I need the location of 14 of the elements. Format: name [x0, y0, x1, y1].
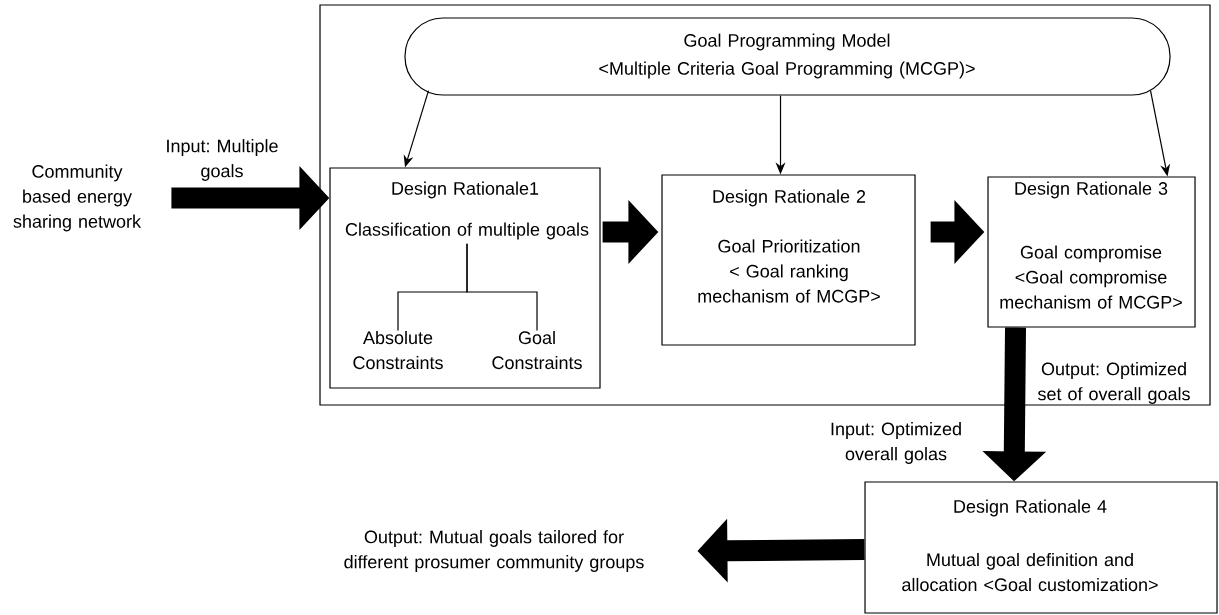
text-label: Input: Optimized overall golas — [831, 422, 961, 464]
text-label: Absolute Constraints — [353, 330, 443, 370]
text-label: Classification of multiple goals — [345, 222, 589, 240]
rounded-box: Goal Programming Model <Multiple Criteria Goal Programming (MCGP)> — [404, 17, 1171, 96]
frame-box — [319, 4, 1211, 406]
edge-label: Input: Multiple goals — [167, 139, 278, 181]
text-label: Goal Constraints — [492, 330, 582, 370]
edge-label: Output: Optimized set of overall goals — [1038, 362, 1190, 404]
connector-line — [466, 243, 538, 332]
process-box: Design Rationale 3 Goal compromise <Goal compromise mechanism of MCGP> — [987, 176, 1196, 328]
process-box: Design Rationale 2 Goal Prioritization < Goal ranking mechanism of MCGP> — [661, 174, 916, 346]
text-label: Community based energy sharing network — [13, 164, 142, 232]
text-label: Output: Mutual goals tailored for different prosumer community groups — [344, 530, 644, 572]
process-box: Design Rationale 4 Mutual goal definition and allocation <Goal customization> — [864, 481, 1218, 614]
